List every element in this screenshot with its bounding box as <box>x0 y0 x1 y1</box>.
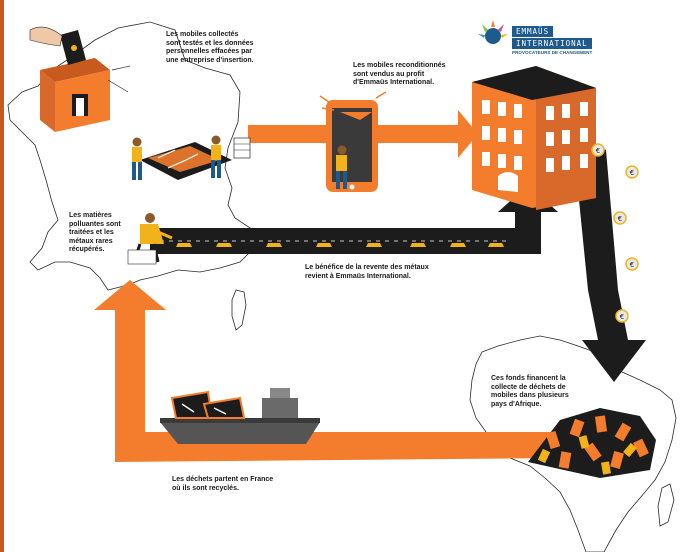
caption-line: personnelles effacées par <box>166 48 252 55</box>
metal-ingot-icon <box>488 243 504 247</box>
caption-line: Le bénéfice de la revente des métaux <box>305 264 429 271</box>
caption-funds: Ces fonds financent la collecte de déche… <box>491 375 569 409</box>
caption-line: une entreprise d'insertion. <box>166 56 254 64</box>
smartphone-icon <box>319 91 387 192</box>
caption-line: Les déchets partent en France <box>172 476 274 483</box>
france-map-outline <box>7 21 263 291</box>
caption-line: Les mobiles collectés <box>166 31 239 38</box>
logo-line-1: EMMAÜS <box>512 26 554 37</box>
arrow-return-to-france <box>94 280 560 462</box>
recycler-worker-icon <box>127 213 173 265</box>
svg-text:€: € <box>630 169 634 177</box>
corsica-outline <box>231 289 247 331</box>
caption-line: polluantes sont <box>69 220 121 228</box>
caption-line: Les mobiles reconditionnés <box>353 62 446 69</box>
caption-metals: Les matières polluantes sont traitées et… <box>69 212 121 255</box>
metal-ingot-icon <box>450 243 466 247</box>
euro-coin-icon: € <box>615 309 629 323</box>
euro-coin-icon: € <box>613 211 627 225</box>
emmaus-international-logo: EMMAÜS INTERNATIONAL PROVOCATEURS DE CHA… <box>476 12 596 58</box>
caption-line: revient à Emmaüs International. <box>305 272 411 280</box>
left-edge-strip <box>0 0 4 552</box>
caption-line: collecte de déchets de <box>491 383 566 391</box>
euro-coin-icon: € <box>625 257 639 271</box>
madagascar-outline <box>657 483 675 527</box>
svg-text:€: € <box>596 147 600 155</box>
metal-ingot-icon <box>366 243 382 247</box>
caption-line: mobiles dans plusieurs <box>491 392 569 399</box>
caption-collect: Les mobiles collectés sont testés et les… <box>166 31 254 65</box>
caption-line: Ces fonds financent la <box>491 375 566 382</box>
emmaus-logo-icon <box>478 20 508 44</box>
caption-resell: Les mobiles reconditionnés sont vendus a… <box>353 62 446 88</box>
caption-line: récupérés. <box>69 246 105 253</box>
euro-coin-icon: € <box>625 165 639 179</box>
metal-ingots <box>176 243 504 247</box>
caption-line: sont testés et les données <box>166 39 254 47</box>
repair-workers-icon <box>132 135 251 180</box>
caption-line: sont vendus au profit <box>353 70 425 78</box>
svg-text:€: € <box>620 313 624 321</box>
caption-benefit: Le bénéfice de la revente des métaux rev… <box>305 264 429 281</box>
cargo-ship-icon <box>160 388 320 444</box>
svg-text:€: € <box>618 215 622 223</box>
metals-conveyor-band <box>150 185 558 254</box>
caption-line: traitées et les <box>69 229 114 236</box>
metal-ingot-icon <box>216 243 232 247</box>
caption-line: métaux rares <box>69 237 113 245</box>
euro-coins: € € € € € <box>591 143 639 323</box>
collection-box-icon <box>29 26 131 132</box>
svg-text:€: € <box>630 261 634 269</box>
caption-line: Les matières <box>69 212 112 219</box>
metal-ingot-icon <box>266 243 282 247</box>
logo-line-2: INTERNATIONAL <box>512 38 592 49</box>
euro-coin-icon: € <box>591 143 605 157</box>
metal-ingot-icon <box>410 243 426 247</box>
metal-ingot-icon <box>176 243 192 247</box>
caption-line: d'Emmaüs International. <box>353 79 435 86</box>
phone-waste-pile <box>528 408 656 478</box>
caption-line: pays d'Afrique. <box>491 400 542 408</box>
metal-ingot-icon <box>316 243 332 247</box>
caption-waste: Les déchets partent en France où ils son… <box>172 476 273 493</box>
building-icon <box>472 66 596 210</box>
logo-tagline: PROVOCATEURS DE CHANGEMENT <box>512 50 593 55</box>
caption-line: où ils sont recyclés. <box>172 484 239 492</box>
